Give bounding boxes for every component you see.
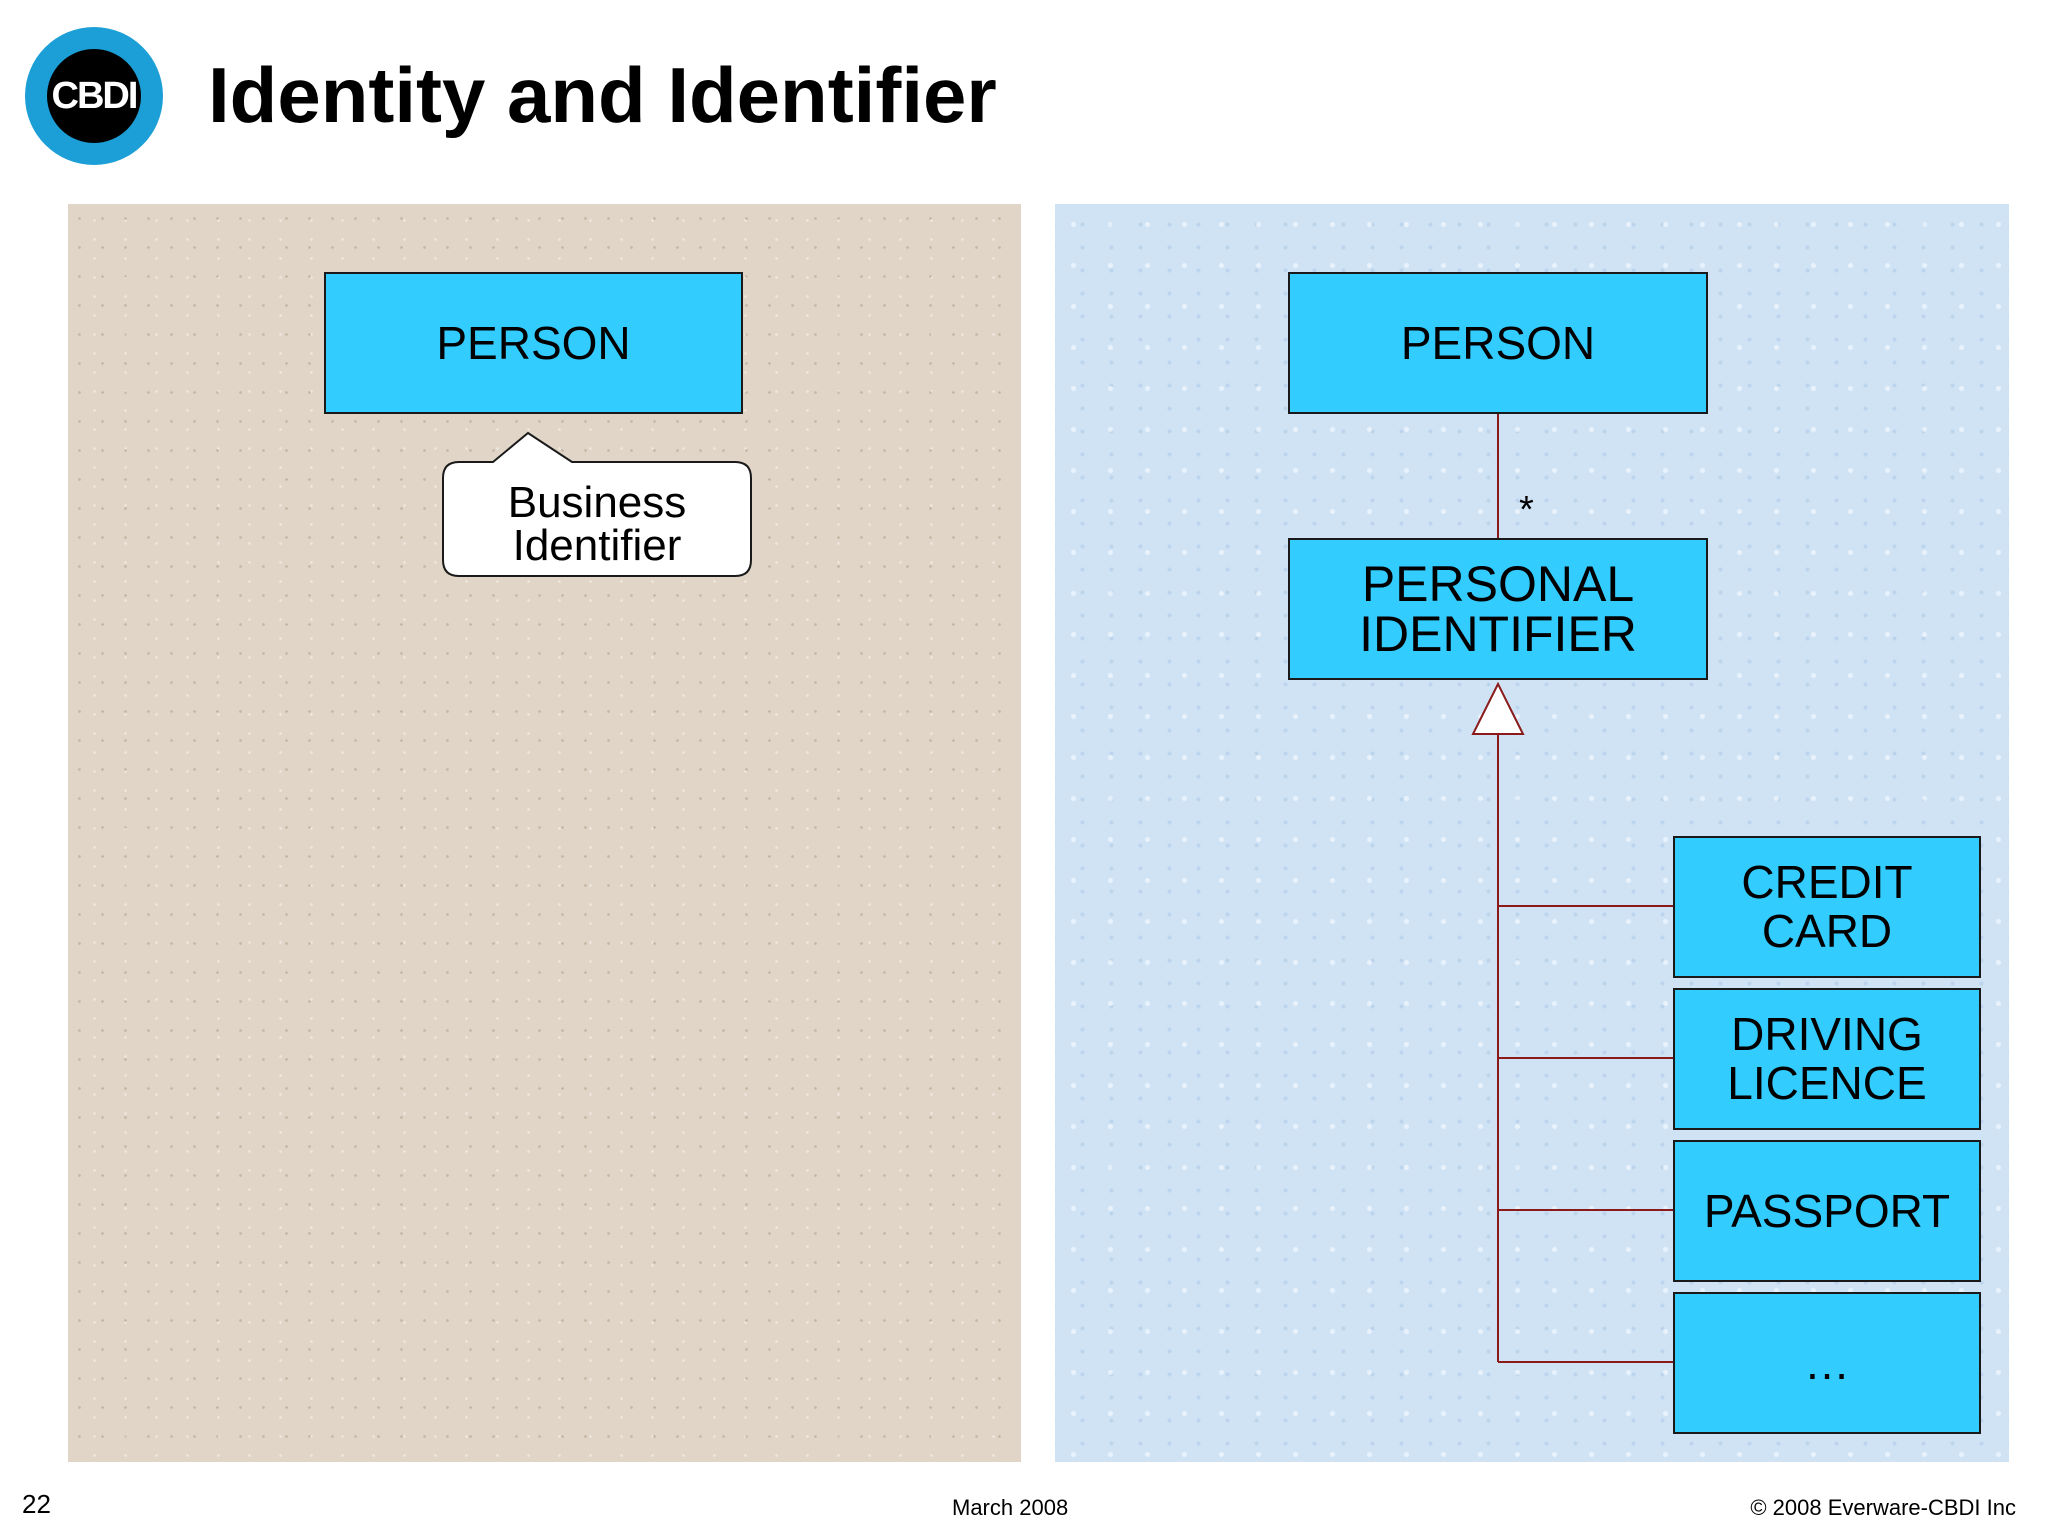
credit-card-entity: CREDIT CARD [1673,836,1981,978]
generalization-arrowhead [1471,681,1525,735]
business-identifier-callout: Business Identifier [507,478,687,570]
callout-bubble-shape [442,431,752,577]
footer-date: March 2008 [952,1495,1069,1520]
right-person-entity: PERSON [1288,272,1708,414]
personal-identifier-entity: PERSONAL IDENTIFIER [1288,538,1708,680]
logo-text: CBDI [51,74,139,117]
multiplicity-label: * [1519,489,1534,531]
passport-entity: PASSPORT [1673,1140,1981,1282]
left-person-entity: PERSON [324,272,743,414]
page-number: 22 [22,1489,51,1519]
cbdi-logo: CBDI [25,27,163,165]
more-subtypes-entity: … [1673,1292,1981,1434]
footer-copyright: © 2008 Everware-CBDI Inc [1750,1495,2016,1520]
driving-licence-entity: DRIVING LICENCE [1673,988,1981,1130]
right-panel-background [1055,204,2009,1462]
logo-center: CBDI [47,49,141,143]
slide-title: Identity and Identifier [208,51,997,139]
